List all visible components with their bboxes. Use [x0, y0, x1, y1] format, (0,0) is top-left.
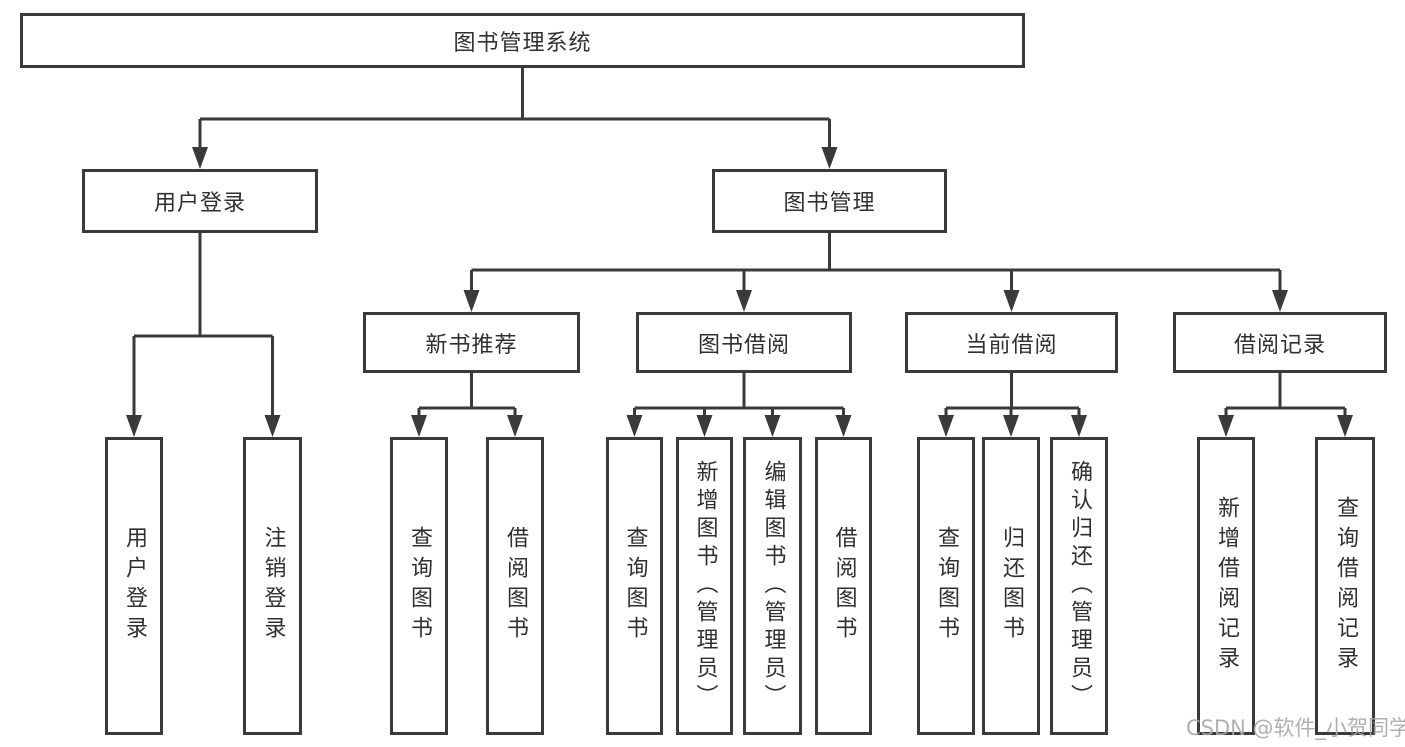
- leaf-query-books-recommend: 查询图书: [390, 437, 448, 735]
- leaf-query-books-borrow: 查询图书: [606, 437, 663, 735]
- leaf-borrow-books: 借阅图书: [815, 437, 872, 735]
- node-book-management: 图书管理: [712, 169, 947, 233]
- leaf-edit-book-admin-label: 编辑图书（管理员）: [760, 460, 786, 712]
- node-library-management-system: 图书管理系统: [20, 13, 1025, 68]
- node-new-book-recommendation: 新书推荐: [363, 312, 580, 373]
- leaf-edit-book-admin: 编辑图书（管理员）: [743, 437, 802, 735]
- node-current-borrowing: 当前借阅: [905, 312, 1118, 373]
- node-book-borrowing: 图书借阅: [636, 312, 852, 373]
- leaf-confirm-return-admin-label: 确认归还（管理员）: [1067, 460, 1092, 712]
- leaf-query-books-current: 查询图书: [917, 437, 975, 735]
- node-new-book-recommendation-label: 新书推荐: [425, 332, 518, 358]
- leaf-add-borrow-record: 新增借阅记录: [1197, 437, 1255, 735]
- leaf-add-book-admin-label: 新增图书（管理员）: [692, 460, 718, 712]
- arrowhead-icons: [126, 147, 1353, 437]
- csdn-watermark: CSDN @软件_小贺同学: [1186, 716, 1405, 740]
- leaf-query-borrow-record-label: 查询借阅记录: [1333, 496, 1358, 676]
- node-borrowing-records: 借阅记录: [1173, 312, 1387, 373]
- leaf-add-book-admin: 新增图书（管理员）: [676, 437, 733, 735]
- tree-edges: [132, 68, 1347, 418]
- leaf-borrow-books-label: 借阅图书: [831, 526, 857, 646]
- leaf-add-borrow-record-label: 新增借阅记录: [1214, 496, 1239, 676]
- leaf-borrow-books-recommend: 借阅图书: [486, 437, 544, 735]
- leaf-user-login-label: 用户登录: [122, 526, 147, 646]
- node-user-login: 用户登录: [82, 169, 318, 233]
- leaf-logout: 注销登录: [243, 437, 302, 735]
- node-current-borrowing-label: 当前借阅: [965, 332, 1058, 358]
- leaf-logout-label: 注销登录: [260, 526, 286, 646]
- leaf-query-books-recommend-label: 查询图书: [407, 526, 432, 646]
- node-book-borrowing-label: 图书借阅: [697, 332, 790, 358]
- leaf-query-books-current-label: 查询图书: [934, 526, 959, 646]
- node-user-login-label: 用户登录: [153, 191, 246, 216]
- leaf-query-borrow-record: 查询借阅记录: [1315, 437, 1375, 735]
- node-library-management-system-label: 图书管理系统: [453, 30, 592, 56]
- leaf-user-login: 用户登录: [105, 437, 163, 735]
- leaf-confirm-return-admin: 确认归还（管理员）: [1050, 437, 1108, 735]
- leaf-borrow-books-recommend-label: 借阅图书: [503, 526, 528, 646]
- node-book-management-label: 图书管理: [783, 191, 876, 216]
- leaf-return-books: 归还图书: [982, 437, 1040, 735]
- node-borrowing-records-label: 借阅记录: [1233, 332, 1326, 358]
- leaf-return-books-label: 归还图书: [999, 526, 1024, 646]
- leaf-query-books-borrow-label: 查询图书: [622, 526, 648, 646]
